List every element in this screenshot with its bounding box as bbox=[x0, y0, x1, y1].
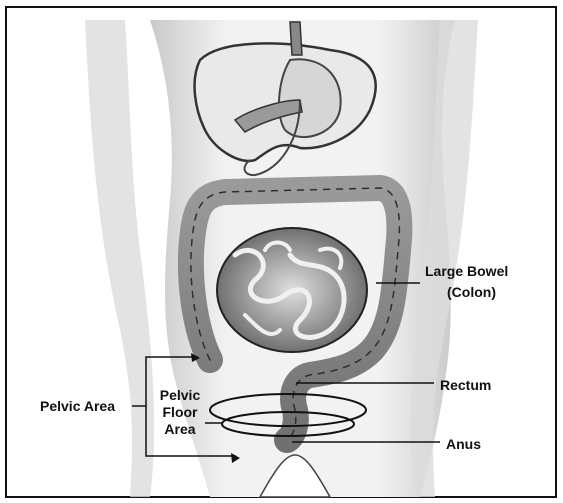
large-bowel-label: Large Bowel bbox=[425, 263, 508, 280]
colon-label: (Colon) bbox=[447, 284, 496, 301]
anus-label: Anus bbox=[446, 436, 481, 453]
pelvic-floor-line2: Floor bbox=[153, 404, 207, 421]
small-intestine bbox=[217, 228, 367, 352]
pelvic-floor-line1: Pelvic bbox=[153, 387, 207, 404]
pelvic-area-label: Pelvic Area bbox=[40, 398, 115, 415]
rectum-label: Rectum bbox=[440, 377, 491, 394]
pelvic-floor-line3: Area bbox=[153, 421, 207, 438]
